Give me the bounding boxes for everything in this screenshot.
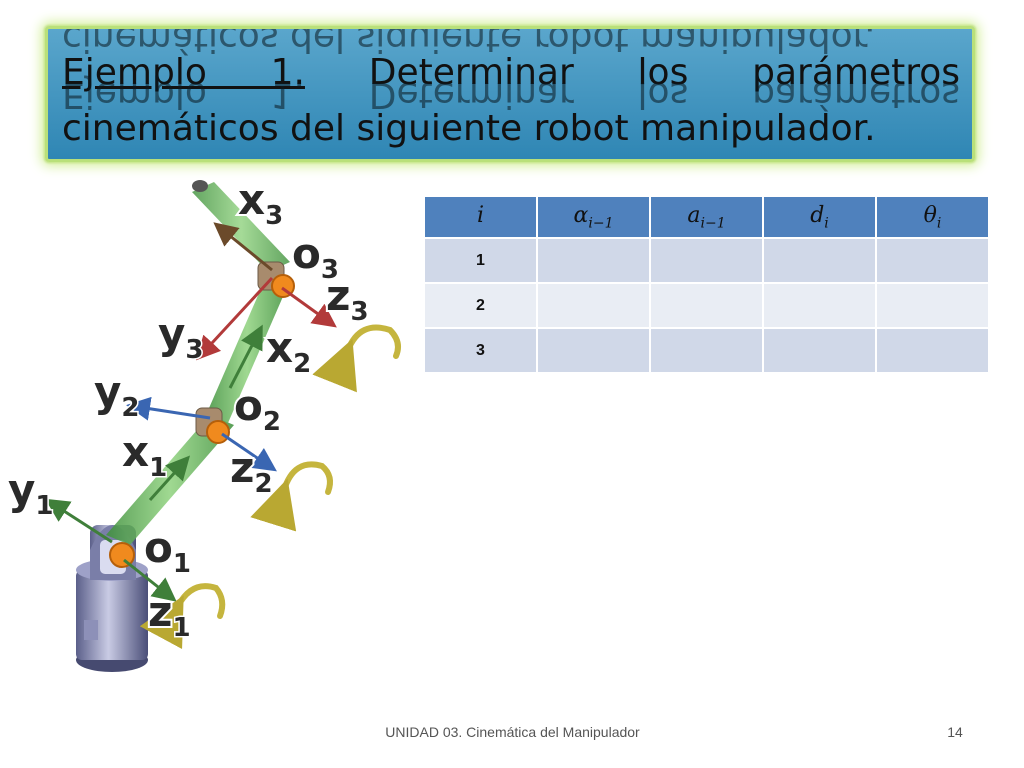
title-lead: Ejemplo 1. xyxy=(62,52,305,93)
table-cell xyxy=(764,284,875,327)
table-cell: 2 xyxy=(425,284,536,327)
label-y3: y3 xyxy=(158,309,203,365)
header-i: i xyxy=(425,197,536,237)
footer-course-title: UNIDAD 03. Cinemática del Manipulador xyxy=(385,724,640,740)
header-d: di xyxy=(764,197,875,237)
table-row: 3 xyxy=(425,329,988,372)
table-row: 1 xyxy=(425,239,988,282)
table-cell xyxy=(877,239,988,282)
frame-axes xyxy=(44,222,337,602)
table-cell xyxy=(877,284,988,327)
title-rest: Determinar los parámetros cinemáticos de… xyxy=(62,52,960,149)
joint-o1 xyxy=(109,542,135,568)
label-x2: x2 xyxy=(266,323,311,379)
title-box: Ejemplo 1. Determinar los parámetros cin… xyxy=(45,26,975,162)
footer-page-number: 14 xyxy=(947,724,963,740)
header-alpha-base: α xyxy=(573,202,589,228)
table-header-row: i αi−1 ai−1 di θi xyxy=(425,197,988,237)
header-a-sub: i−1 xyxy=(700,215,726,232)
header-theta-sub: i xyxy=(936,215,942,232)
header-theta-base: θ xyxy=(923,202,937,228)
table-cell xyxy=(764,239,875,282)
label-o3: o3 xyxy=(292,229,339,285)
label-y2: y2 xyxy=(94,367,139,423)
slide-title: Ejemplo 1. Determinar los parámetros cin… xyxy=(62,45,960,157)
joint-o3 xyxy=(257,261,295,298)
header-alpha: αi−1 xyxy=(538,197,649,237)
rotation-arrows xyxy=(139,324,401,650)
label-z1: z1 xyxy=(148,587,191,643)
label-y1: y1 xyxy=(8,465,53,521)
header-i-base: i xyxy=(476,202,485,228)
header-a-base: a xyxy=(687,202,701,228)
robot-manipulator-diagram: x3 o3 z3 y3 x2 y2 o2 x1 z2 y1 o1 z1 xyxy=(6,173,401,672)
header-a: ai−1 xyxy=(651,197,762,237)
table-cell xyxy=(538,329,649,372)
label-x3: x3 xyxy=(238,175,283,231)
table-cell xyxy=(538,284,649,327)
label-x1: x1 xyxy=(122,427,167,483)
label-o2: o2 xyxy=(234,381,281,437)
table-cell: 3 xyxy=(425,329,536,372)
table-cell xyxy=(764,329,875,372)
table-cell xyxy=(877,329,988,372)
header-d-sub: i xyxy=(824,215,829,232)
label-z2: z2 xyxy=(230,443,273,499)
dh-parameters-table: i αi−1 ai−1 di θi 1 2 xyxy=(423,195,990,374)
table-cell xyxy=(651,329,762,372)
table-cell: 1 xyxy=(425,239,536,282)
label-z3: z3 xyxy=(326,271,369,327)
header-d-base: d xyxy=(810,202,825,228)
table-cell xyxy=(651,284,762,327)
table-cell xyxy=(651,239,762,282)
table-cell xyxy=(538,239,649,282)
header-alpha-sub: i−1 xyxy=(588,215,614,232)
label-o1: o1 xyxy=(144,523,191,579)
header-theta: θi xyxy=(877,197,988,237)
table-row: 2 xyxy=(425,284,988,327)
joint-o2 xyxy=(195,407,230,444)
